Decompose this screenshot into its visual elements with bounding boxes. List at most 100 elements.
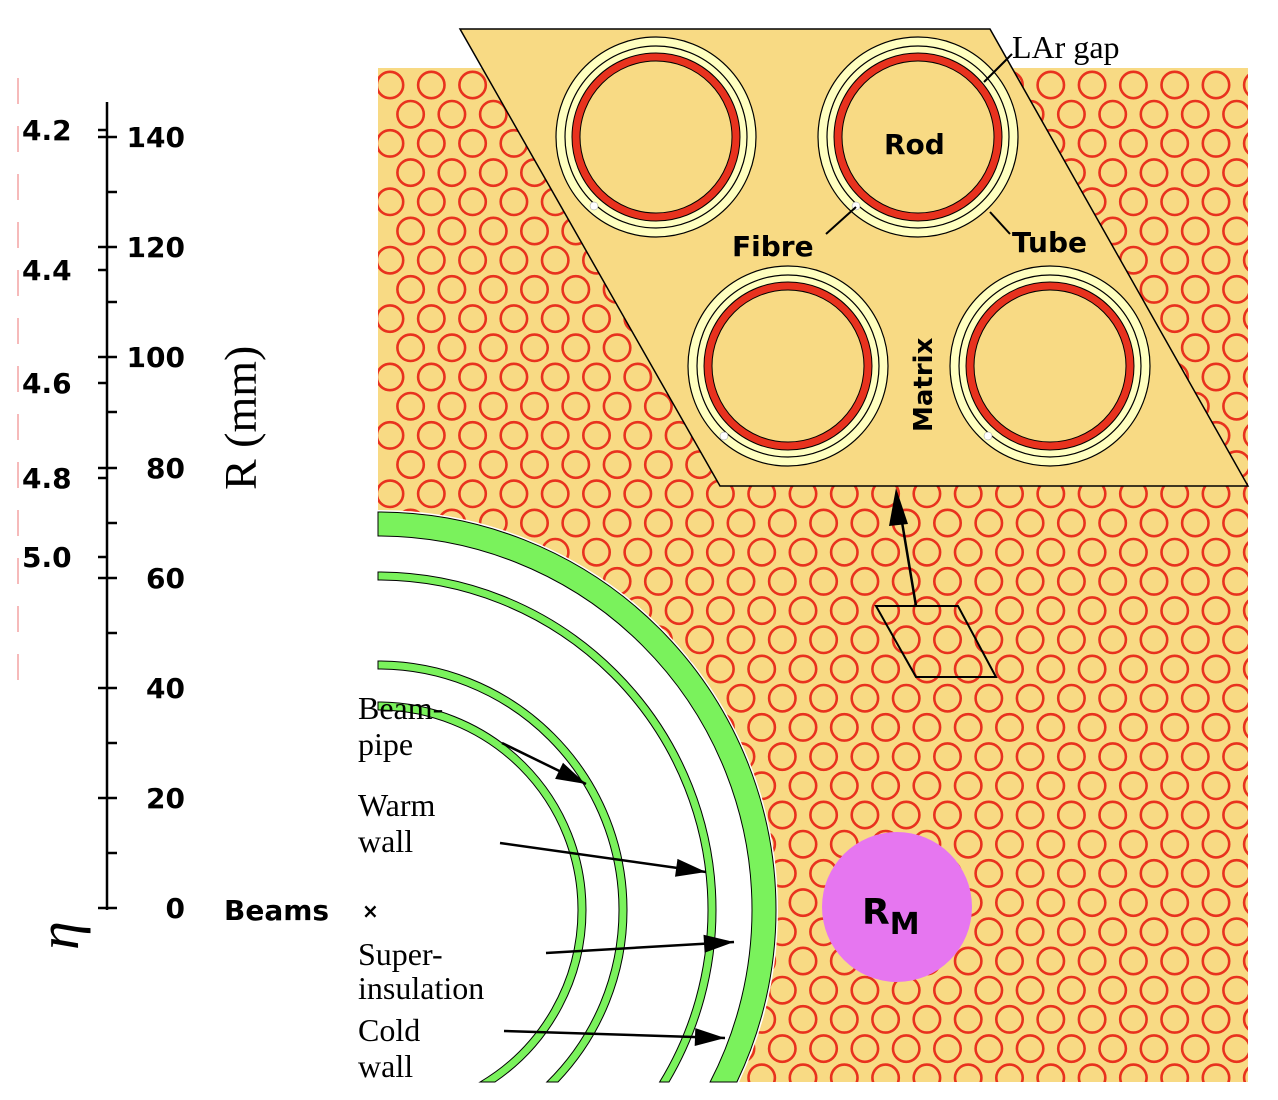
rod-ring [1077, 888, 1107, 918]
rod-ring [643, 1034, 673, 1064]
rod-ring [664, 479, 694, 509]
superinsulation-label-1: Super- [358, 936, 443, 972]
lar-gap-label: LAr gap [1012, 29, 1120, 65]
rod-ring [478, 216, 508, 246]
rod-ring [1015, 566, 1045, 596]
rod-ring [499, 771, 529, 801]
rod-ring [705, 1004, 735, 1034]
rod-ring [499, 187, 529, 217]
rod-ring [1180, 625, 1210, 655]
eta-tick-label: 5.0 [22, 541, 72, 574]
rod-ring [519, 917, 549, 947]
rod-ring [623, 537, 653, 567]
rod-ring [1222, 508, 1248, 538]
rod-ring [788, 1063, 818, 1082]
zoom-arrow-line [898, 509, 918, 607]
rod-ring [664, 537, 694, 567]
rod-ring [912, 537, 942, 567]
rod-ring [932, 975, 962, 1005]
rod-label: Rod [884, 128, 945, 161]
rod-ring [540, 245, 570, 275]
rod-ring [437, 1034, 467, 1064]
rod-ring [1180, 683, 1210, 713]
rod-ring [1098, 917, 1128, 947]
rod-core [841, 60, 995, 214]
rod-ring [788, 829, 818, 859]
rod-ring [1160, 1004, 1190, 1034]
rod-ring [932, 566, 962, 596]
rod-ring [1015, 683, 1045, 713]
rod-ring [378, 362, 405, 392]
rod-ring [1201, 771, 1231, 801]
rod-ring [1222, 274, 1248, 304]
rod-ring [519, 800, 549, 830]
rod-ring [1222, 1034, 1248, 1064]
rod-ring [705, 537, 735, 567]
warm-wall-label-2: wall [358, 823, 413, 859]
rod-ring [396, 216, 426, 246]
rod-ring [850, 742, 880, 772]
rod-ring [378, 888, 405, 918]
rod-ring [871, 1063, 901, 1082]
rod-ring [788, 712, 818, 742]
rod-ring [478, 1034, 508, 1064]
rod-ring [478, 800, 508, 830]
rod-ring [1118, 596, 1148, 626]
rod-ring [540, 654, 570, 684]
rod-ring [499, 362, 529, 392]
rod-ring [378, 128, 405, 158]
rod-ring [747, 596, 777, 626]
rod-ring [1118, 537, 1148, 567]
rod-ring [416, 420, 446, 450]
rod-ring [437, 99, 467, 129]
rod-ring [519, 625, 549, 655]
rod-ring [829, 596, 859, 626]
rod-ring [581, 420, 611, 450]
rod-ring [623, 362, 653, 392]
rod-ring [1201, 829, 1231, 859]
rod-ring [829, 537, 859, 567]
rod-ring [932, 508, 962, 538]
eta-symbol: η [26, 921, 91, 950]
beampipe-arc [377, 701, 587, 1083]
rod-ring [1160, 888, 1190, 918]
rod-ring [540, 304, 570, 334]
rod-ring [1098, 975, 1128, 1005]
rod-ring [478, 625, 508, 655]
rod-ring [871, 771, 901, 801]
rod-ring [378, 479, 405, 509]
rod-ring [953, 712, 983, 742]
rod-ring [1160, 537, 1190, 567]
rod-ring [705, 654, 735, 684]
rod-ring [1201, 187, 1231, 217]
rod-ring [932, 742, 962, 772]
rod-ring [1077, 654, 1107, 684]
rod-ring [767, 800, 797, 830]
rod-ring [378, 187, 405, 217]
rod-ring [1160, 304, 1190, 334]
rod-ring [540, 362, 570, 392]
rod-ring [809, 683, 839, 713]
rod-ring [1201, 1004, 1231, 1034]
rod-ring [974, 800, 1004, 830]
rod-ring [747, 537, 777, 567]
rod-ring [1036, 70, 1066, 100]
rod-ring [1242, 654, 1248, 684]
rod-ring [1015, 1034, 1045, 1064]
rod-ring [1036, 654, 1066, 684]
rod-ring [499, 654, 529, 684]
rod-ring [437, 158, 467, 188]
rod-ring [1180, 917, 1210, 947]
rod-ring [416, 479, 446, 509]
rod-ring [437, 858, 467, 888]
rod-ring [602, 508, 632, 538]
rod-ring [994, 654, 1024, 684]
rod-ring [1139, 216, 1169, 246]
moliere-radius-circle [822, 832, 972, 982]
rod-ring [1201, 362, 1231, 392]
rod-ring [396, 450, 426, 480]
rod-ring [974, 683, 1004, 713]
rod-ring [891, 566, 921, 596]
rod-ring [458, 245, 488, 275]
rod-ring [396, 158, 426, 188]
